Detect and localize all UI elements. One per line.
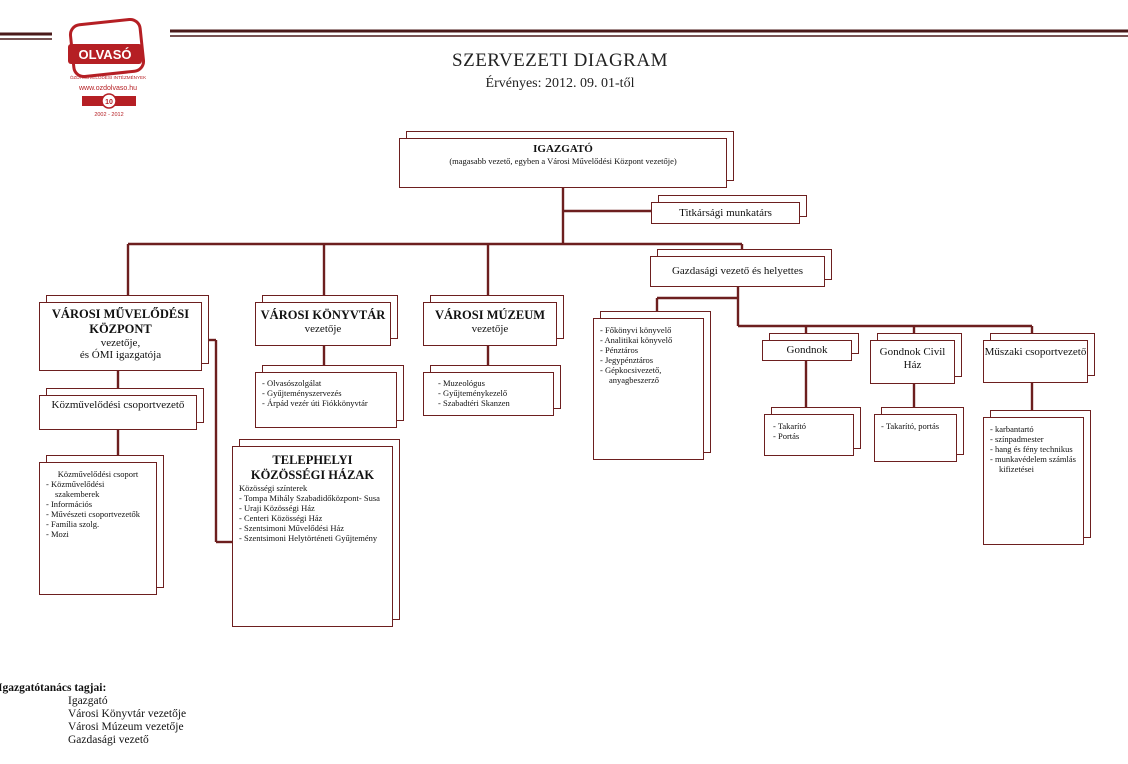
director-note: (magasabb vezető, egyben a Városi Művelő… bbox=[449, 155, 677, 166]
list-item: Árpád vezér úti Fiókkönyvtár bbox=[262, 398, 390, 408]
finance-label: Gazdasági vezető és helyettes bbox=[671, 265, 804, 277]
caretaker-title: Gondnok bbox=[786, 344, 828, 356]
list-item: Információs bbox=[46, 499, 150, 509]
finance-box: Gazdasági vezető és helyettes bbox=[650, 256, 825, 287]
secretary-label: Titkársági munkatárs bbox=[679, 207, 772, 219]
council-member: Igazgató bbox=[68, 695, 108, 707]
list-item: karbantartó bbox=[990, 424, 1077, 434]
list-item: Gépkocsivezető, anyagbeszerző bbox=[600, 365, 697, 385]
library-title: VÁROSI KÖNYVTÁR bbox=[260, 308, 386, 322]
list-item: színpadmester bbox=[990, 434, 1077, 444]
caretaker-civil-title: Gondnok Civil Ház bbox=[879, 346, 946, 371]
list-item: Takarító, portás bbox=[881, 421, 950, 431]
diagram-title: SZERVEZETI DIAGRAM bbox=[452, 50, 668, 71]
logo-tagline: ÓZDI MŰVELŐDÉSI INTÉZMÉNYEK bbox=[70, 74, 147, 80]
list-item: Família szolg. bbox=[46, 519, 150, 529]
list-item: Szentsimoni Helytörténeti Gyűjtemény bbox=[239, 533, 386, 543]
list-item: Főkönyvi könyvelő bbox=[600, 325, 697, 335]
caretaker-civil-list-box: Takarító, portás bbox=[874, 414, 957, 462]
org-connectors bbox=[116, 186, 1034, 544]
library-box: VÁROSI KÖNYVTÁR vezetője bbox=[255, 302, 391, 346]
list-item: Uraji Közösségi Ház bbox=[239, 503, 386, 513]
list-item: Jegypénztáros bbox=[600, 355, 697, 365]
list-item: Gyűjteményszervezés bbox=[262, 388, 390, 398]
secretary-box: Titkársági munkatárs bbox=[651, 202, 800, 224]
museum-list-box: Muzeológus Gyűjteménykezelő Szabadtéri S… bbox=[423, 372, 554, 416]
museum-title: VÁROSI MÚZEUM bbox=[434, 308, 546, 322]
olvaso-logo: OLVASÓ ÓZDI MŰVELŐDÉSI INTÉZMÉNYEK www.o… bbox=[68, 17, 147, 118]
technical-title: Műszaki csoportvezető bbox=[984, 346, 1087, 358]
logo-brand: OLVASÓ bbox=[79, 47, 132, 62]
list-item: Takarító bbox=[773, 421, 845, 431]
vmk-title: VÁROSI MŰVELŐDÉSI KÖZPONT bbox=[51, 307, 190, 336]
caretaker-list-box: Takarító Portás bbox=[764, 414, 854, 456]
technical-list-box: karbantartó színpadmester hang és fény t… bbox=[983, 417, 1084, 545]
council-heading: Igazgatótanács tagjai: bbox=[0, 682, 107, 694]
council-member: Városi Múzeum vezetője bbox=[68, 721, 184, 733]
list-item: Centeri Közösségi Ház bbox=[239, 513, 386, 523]
council-member: Városi Könyvtár vezetője bbox=[68, 708, 187, 720]
museum-box: VÁROSI MÚZEUM vezetője bbox=[423, 302, 557, 346]
vmk-sub: vezetője, és ÓMI igazgatója bbox=[79, 336, 162, 362]
culture-lead-label: Közművelődési csoportvezető bbox=[51, 399, 185, 411]
list-item: Portás bbox=[773, 431, 845, 441]
diagram-subtitle: Érvényes: 2012. 09. 01-től bbox=[485, 76, 635, 91]
library-list-box: Olvasószolgálat Gyűjteményszervezés Árpá… bbox=[255, 372, 397, 428]
accounting-box: Főkönyvi könyvelő Analitikai könyvelő Pé… bbox=[593, 318, 704, 460]
list-item: hang és fény technikus bbox=[990, 444, 1077, 454]
list-item: Tompa Mihály Szabadidőközpont- Susa bbox=[239, 493, 386, 503]
list-item: Olvasószolgálat bbox=[262, 378, 390, 388]
logo-badge: 10 bbox=[105, 99, 113, 106]
culture-group-box: Közművelődési csoport Közművelődési szak… bbox=[39, 462, 157, 595]
director-title: IGAZGATÓ bbox=[533, 143, 593, 155]
library-sub: vezetője bbox=[304, 322, 342, 335]
logo-url: www.ozdolvaso.hu bbox=[78, 85, 137, 92]
list-item: Mozi bbox=[46, 529, 150, 539]
director-box: IGAZGATÓ (magasabb vezető, egyben a Váro… bbox=[399, 138, 727, 188]
header-rule bbox=[0, 29, 1128, 40]
logo-years: 2002 - 2012 bbox=[94, 112, 123, 118]
council-member: Gazdasági vezető bbox=[68, 734, 149, 746]
list-item: Szentsimoni Művelődési Ház bbox=[239, 523, 386, 533]
list-item: Szabadtéri Skanzen bbox=[438, 398, 547, 408]
vmk-box: VÁROSI MŰVELŐDÉSI KÖZPONT vezetője, és Ó… bbox=[39, 302, 202, 371]
list-item: Művészeti csoportvezetők bbox=[46, 509, 150, 519]
caretaker-box: Gondnok bbox=[762, 340, 852, 361]
council-section: Igazgatótanács tagjai: Igazgató Városi K… bbox=[0, 682, 186, 747]
sites-box: TELEPHELYI KÖZÖSSÉGI HÁZAK Közösségi szí… bbox=[232, 446, 393, 627]
list-item: Muzeológus bbox=[438, 378, 547, 388]
culture-group-title: Közművelődési csoport bbox=[57, 469, 139, 479]
list-item: munkavédelem számlás kifizetései bbox=[990, 454, 1077, 474]
list-item: Pénztáros bbox=[600, 345, 697, 355]
technical-box: Műszaki csoportvezető bbox=[983, 340, 1088, 383]
sites-sub: Közösségi színterek bbox=[239, 482, 308, 493]
list-item: Analitikai könyvelő bbox=[600, 335, 697, 345]
list-item: Gyűjteménykezelő bbox=[438, 388, 547, 398]
list-item: Közművelődési szakemberek bbox=[46, 479, 150, 499]
culture-lead-box: Közművelődési csoportvezető bbox=[39, 395, 197, 430]
sites-title: TELEPHELYI KÖZÖSSÉGI HÁZAK bbox=[250, 453, 375, 482]
museum-sub: vezetője bbox=[471, 322, 509, 335]
caretaker-civil-box: Gondnok Civil Ház bbox=[870, 340, 955, 384]
